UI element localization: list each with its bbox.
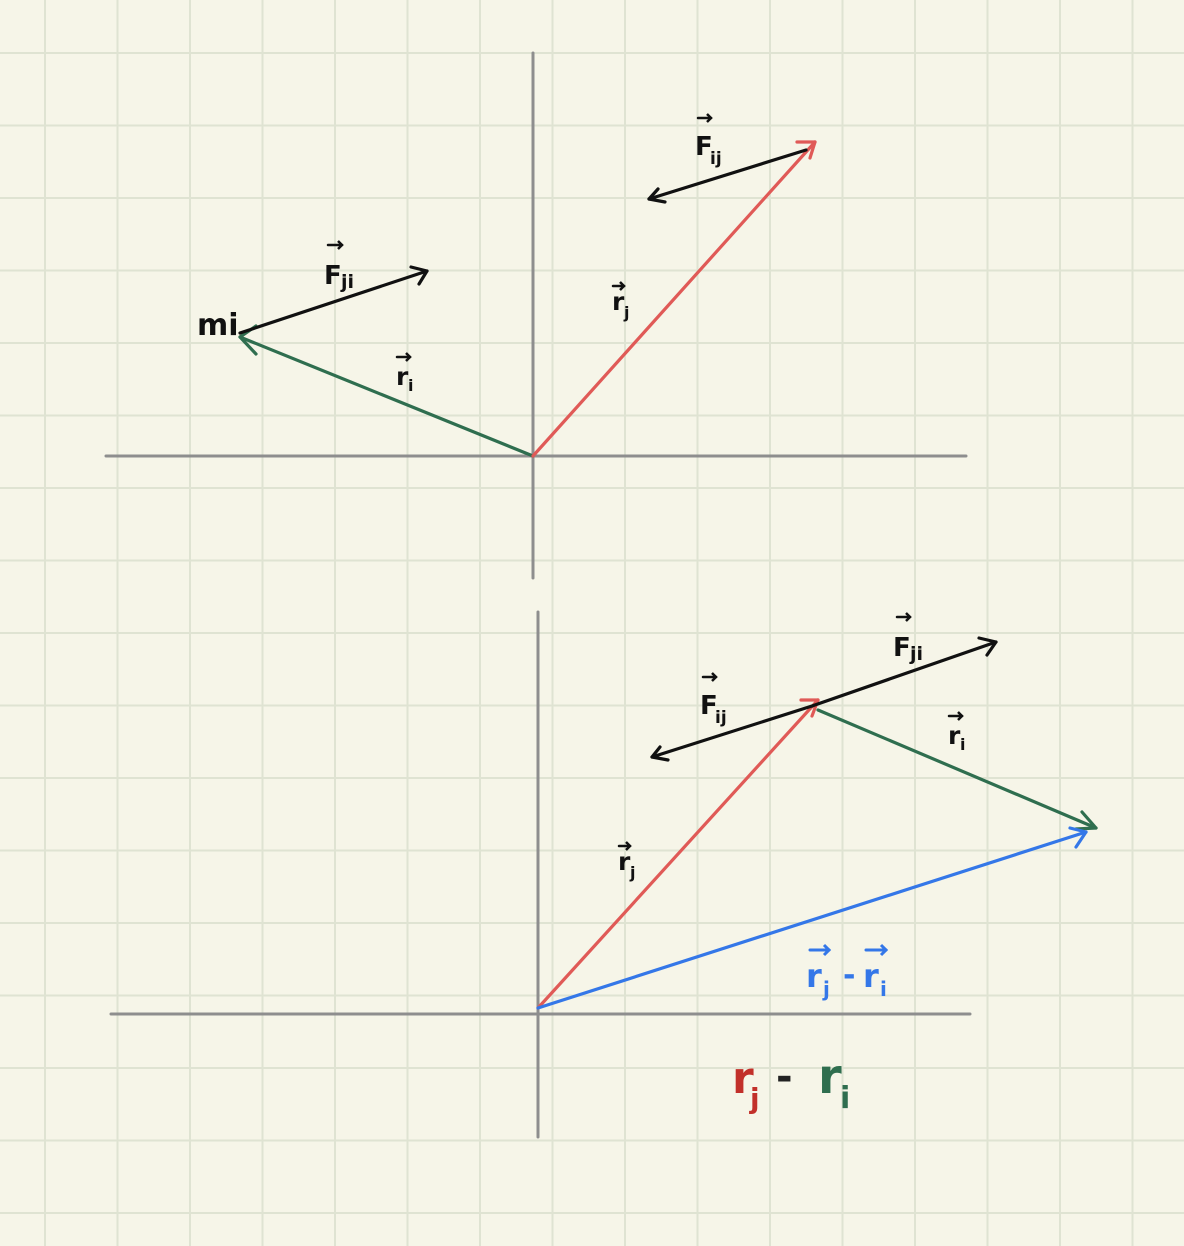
arrowhead-icon	[647, 187, 667, 204]
svg-text:r: r	[948, 721, 961, 750]
svg-text:j: j	[749, 1082, 760, 1115]
arrowhead-icon	[650, 745, 670, 762]
svg-text:F: F	[893, 633, 911, 663]
svg-text:-: -	[843, 958, 855, 993]
arrowhead-icon	[1074, 810, 1098, 831]
bottom-vector-rj	[536, 698, 820, 1010]
svg-text:ji: ji	[340, 271, 354, 293]
svg-text:ij: ij	[715, 708, 727, 728]
handwritten-difference-expression: r j - r i	[732, 1049, 850, 1116]
svg-text:j: j	[629, 863, 635, 882]
svg-text:F: F	[695, 132, 713, 162]
top-force-fij	[647, 148, 808, 204]
top-force-fji	[238, 265, 429, 335]
svg-text:r: r	[396, 362, 409, 391]
svg-text:i: i	[960, 735, 965, 754]
svg-text:-: -	[776, 1054, 793, 1100]
svg-text:r: r	[732, 1053, 754, 1104]
svg-text:ij: ij	[710, 149, 722, 169]
top-vector-rj	[531, 140, 817, 458]
arrowhead-icon	[795, 140, 817, 160]
arrowhead-icon	[799, 698, 820, 718]
bottom-force-fij	[650, 704, 814, 762]
svg-text:ji: ji	[909, 643, 923, 665]
bottom-vector-ri	[816, 708, 1098, 831]
bottom-label-fji: F ji	[893, 612, 923, 665]
top-label-rj: r j	[611, 281, 629, 322]
top-label-mass: mi	[197, 308, 239, 343]
bottom-diagram: F ji F ij r i r j r j	[109, 610, 1098, 1139]
mass-label: mi	[197, 308, 239, 343]
bottom-label-ri: r i	[947, 711, 965, 754]
bottom-force-fji	[810, 636, 998, 708]
svg-text:r: r	[863, 957, 879, 995]
svg-text:i: i	[408, 376, 413, 395]
bottom-label-fij: F ij	[700, 672, 727, 728]
top-vector-ri	[238, 324, 535, 458]
svg-text:F: F	[324, 261, 342, 291]
svg-text:i: i	[840, 1081, 850, 1116]
svg-text:r: r	[618, 847, 631, 876]
arrowhead-icon	[977, 636, 998, 657]
bottom-label-difference: r j - r i	[806, 943, 889, 1001]
svg-text:j: j	[822, 977, 830, 1001]
arrowhead-icon	[409, 265, 429, 286]
top-label-ri: r i	[395, 352, 413, 395]
top-label-fji: F ji	[324, 240, 354, 293]
svg-text:r: r	[818, 1049, 842, 1105]
bottom-label-rj: r j	[617, 841, 635, 882]
bottom-vector-difference	[536, 826, 1088, 1010]
svg-text:F: F	[700, 691, 718, 721]
svg-text:r: r	[806, 957, 822, 995]
top-diagram: mi F ji F ij r j r i	[104, 51, 968, 580]
top-label-fij: F ij	[695, 113, 722, 169]
svg-text:i: i	[880, 977, 887, 1001]
svg-text:r: r	[612, 287, 625, 316]
svg-text:j: j	[623, 303, 629, 322]
arrowhead-icon	[1068, 826, 1088, 849]
